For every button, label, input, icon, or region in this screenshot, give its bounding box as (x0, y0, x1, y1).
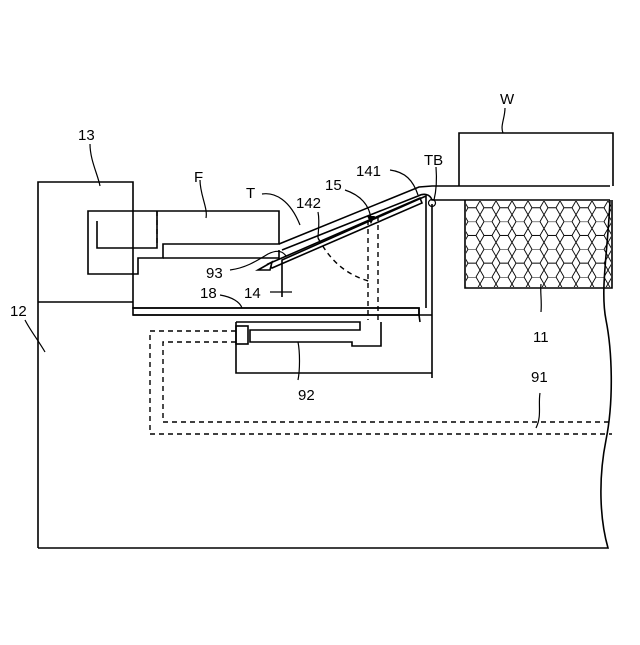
leader-TB (434, 167, 436, 200)
label-142: 142 (296, 195, 321, 212)
leader-12 (25, 320, 45, 352)
leader-91 (536, 393, 540, 428)
label-91: 91 (531, 369, 548, 386)
leader-11 (541, 284, 542, 312)
leader-142 (318, 212, 319, 238)
label-141: 141 (356, 163, 381, 180)
honeycomb-11-fill (466, 201, 611, 287)
label-93: 93 (206, 265, 223, 282)
leader-18 (220, 295, 242, 308)
label-18: 18 (200, 285, 217, 302)
plate-18 (133, 308, 419, 315)
label-14: 14 (244, 285, 261, 302)
label-11: 11 (533, 329, 549, 346)
leader-T (262, 194, 300, 225)
leader-W (502, 108, 505, 133)
label-T: T (246, 185, 255, 202)
label-15: 15 (325, 177, 342, 194)
arrow-93-head (258, 262, 272, 270)
leader-92 (298, 342, 300, 380)
label-W: W (500, 91, 515, 108)
label-13: 13 (78, 127, 95, 144)
unit-92 (236, 322, 432, 373)
leader-13 (90, 144, 100, 186)
unit-92-connector (236, 326, 248, 344)
label-F: F (194, 169, 203, 186)
label-TB: TB (424, 152, 443, 169)
film-F (163, 250, 279, 258)
leader-141 (390, 170, 418, 195)
holder-13-inner (97, 211, 157, 248)
label-12: 12 (10, 303, 27, 320)
workpiece-W (459, 133, 613, 186)
label-92: 92 (298, 387, 315, 404)
